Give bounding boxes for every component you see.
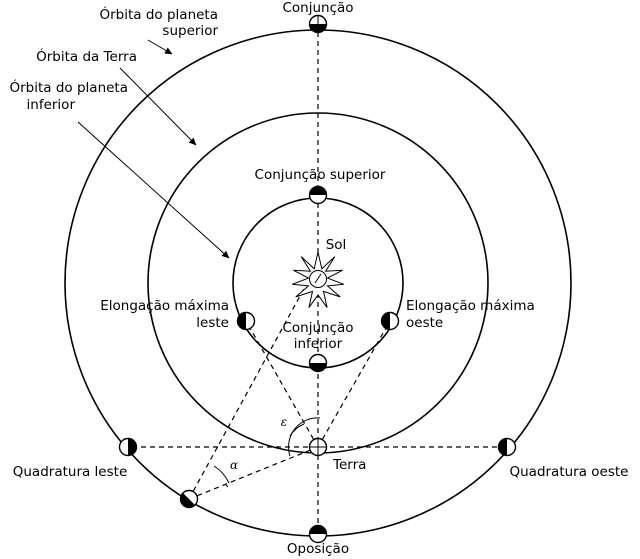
planet-icon: [236, 311, 256, 331]
planet-to-sun-line: [188, 273, 313, 500]
superior-orbit-label-line2: superior: [162, 23, 218, 39]
western-elongation-sightline: [317, 320, 391, 448]
planet-icon: [380, 311, 400, 331]
planet-to-earth-line: [188, 446, 319, 500]
elongation-angle-arc: [288, 417, 321, 457]
phase-angle-arc-outer: [213, 465, 230, 484]
opposition-label: Oposição: [287, 541, 349, 557]
inferior-conjunction-label-line2: inferior: [294, 336, 343, 352]
earth-orbit-label: Órbita da Terra: [36, 47, 137, 65]
planet-icon: [497, 437, 517, 457]
elongation-angle-arc-inner: [289, 423, 305, 437]
inferior-orbit-pointer: [77, 121, 230, 259]
superior-orbit-pointer: [147, 39, 173, 55]
planet-icon: [118, 437, 138, 457]
inferior-conjunction-label: Conjunção: [282, 320, 353, 336]
sun-icon: [292, 251, 344, 308]
western-elongation-label: Elongação máxima: [406, 298, 535, 314]
eastern-elongation-label: Elongação máxima: [100, 298, 229, 314]
elongation-angle-symbol: ε: [281, 415, 287, 429]
superior-orbit-label: Órbita do planeta: [100, 5, 219, 23]
earth-orbit-pointer: [119, 67, 197, 146]
phase-angle-arc: [225, 484, 229, 488]
western-elongation-label-line2: oeste: [406, 315, 443, 331]
earth-label: Terra: [332, 457, 366, 473]
eastern-elongation-sightline: [245, 320, 319, 448]
superior-conjunction-label: Conjunção superior: [255, 167, 386, 183]
planet-icon: [308, 14, 328, 34]
planet-icon: [179, 489, 199, 509]
inferior-orbit-label-line2: inferior: [27, 97, 76, 113]
sun-label: Sol: [326, 237, 347, 253]
planet-icon: [308, 353, 328, 373]
eastern-quadrature-label: Quadratura leste: [13, 464, 128, 480]
planet-icon: [308, 185, 328, 205]
phase-angle-symbol: α: [230, 458, 238, 472]
planet-icon: [308, 524, 328, 544]
earth-icon: [308, 437, 328, 457]
inferior-orbit-label: Órbita do planeta: [10, 78, 129, 96]
conjunction-label: Conjunção: [282, 0, 353, 16]
eastern-elongation-label-line2: leste: [196, 315, 229, 331]
western-quadrature-label: Quadratura oeste: [509, 464, 628, 480]
